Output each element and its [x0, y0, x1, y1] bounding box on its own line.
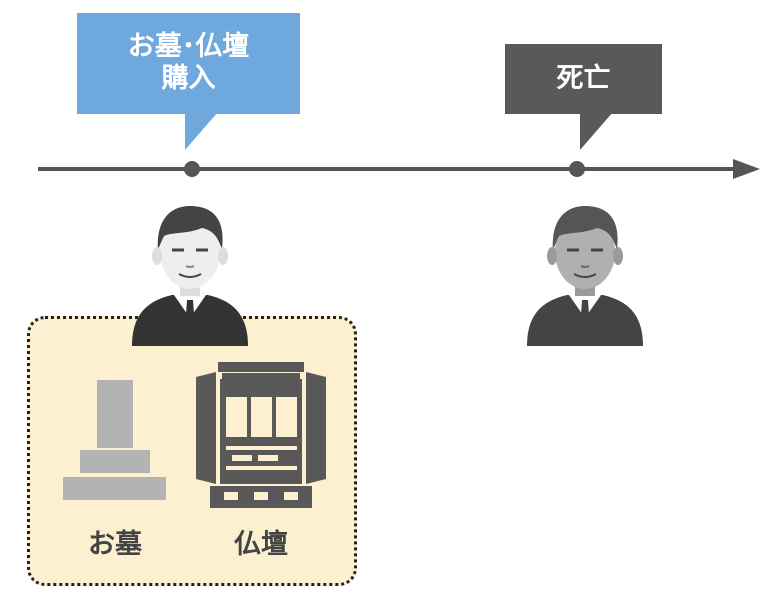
item-label-grave: お墓 — [88, 529, 142, 560]
gravestone-icon — [63, 380, 166, 500]
timeline-point-purchase — [184, 161, 200, 177]
event-bubble-purchase: お墓･仏壇 購入 — [77, 13, 300, 114]
person-deceased-icon — [527, 206, 643, 346]
person-alive-icon — [132, 206, 248, 346]
butsudan-icon — [196, 362, 326, 508]
event-label-line: 購入 — [161, 63, 216, 94]
item-label-butsudan: 仏壇 — [234, 529, 288, 560]
timeline-point-death — [569, 161, 585, 177]
timeline-arrowhead — [733, 159, 760, 179]
event-label-line: 死亡 — [556, 63, 611, 94]
bubble-tail-death — [580, 112, 613, 150]
event-label-line: お墓･仏壇 — [127, 31, 250, 62]
bubble-tail-purchase — [185, 112, 218, 150]
event-bubble-death: 死亡 — [505, 44, 662, 114]
